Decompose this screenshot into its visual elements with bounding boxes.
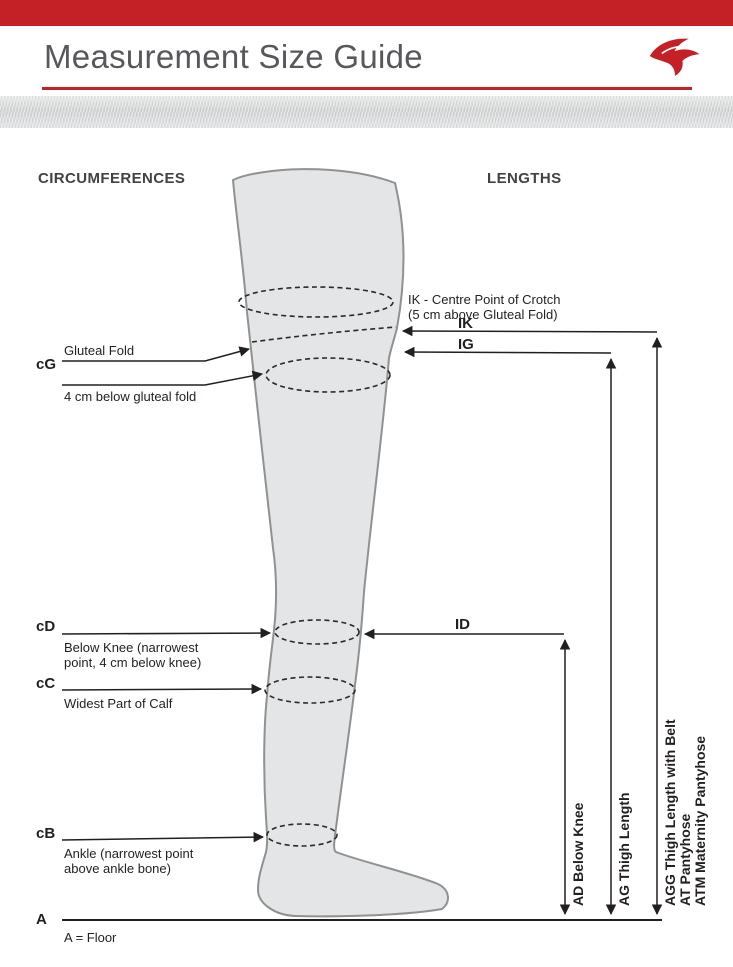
cg-label-gluteal-fold: Gluteal Fold [64,343,135,358]
cc-code: cC [36,675,56,692]
cd-code: cD [36,618,56,635]
top-red-bar [0,0,733,26]
cc-label: Widest Part of Calf [64,696,173,711]
ik-code: IK [458,315,473,332]
cg-arrow [62,370,264,386]
ik-note: IK - Centre Point of Crotch (5 cm above … [408,292,560,322]
id-code: ID [455,616,470,633]
cb-arrow [61,831,265,843]
cg-code: cG [36,356,57,373]
cc-ellipse [264,676,356,704]
lengths-heading: LENGTHS [487,170,562,187]
a-code: A [36,911,47,928]
cd-ellipse [274,619,360,645]
ag-length-label: AG Thigh Length [616,792,632,906]
ik-note-line2: (5 cm above Gluteal Fold) [408,307,558,322]
cc-arrow [61,683,263,695]
cg-ellipse [265,357,391,393]
gluteal-fold-dashes [251,326,397,343]
ik-arrow [401,325,658,337]
cb-ellipse [266,823,338,847]
agg-length-label: AGG Thigh Length with Belt AT Pantyhose … [662,719,708,906]
ig-code: IG [458,336,474,353]
title-underline [42,87,692,90]
agg-label-line2: AT Pantyhose [677,813,693,906]
leg-silhouette [232,168,449,918]
ig-arrow [403,346,612,358]
cd-label-line2: point, 4 cm below knee) [64,655,202,670]
cb-code: cB [36,825,56,842]
cg-label-below-fold: 4 cm below gluteal fold [64,389,197,404]
texture-band [0,96,733,128]
cd-arrow [61,627,272,639]
hip-circumference-dashes [238,286,394,318]
ad-length-label: AD Below Knee [570,802,586,906]
cd-label: Below Knee (narrowest point, 4 cm below … [64,640,201,670]
cb-label: Ankle (narrowest point above ankle bone) [64,846,193,876]
a-floor-label: A = Floor [64,930,117,945]
ik-note-line1: IK - Centre Point of Crotch [408,292,561,307]
agg-label-line1: AGG Thigh Length with Belt [662,719,678,906]
cb-label-line2: above ankle bone) [64,861,171,876]
page-title: Measurement Size Guide [44,38,423,75]
cd-label-line1: Below Knee (narrowest [64,640,199,655]
swallow-bird-logo-icon [646,33,704,81]
cb-label-line1: Ankle (narrowest point [64,846,194,861]
agg-label-line3: ATM Maternity Pantyhose [692,735,708,906]
circumferences-heading: CIRCUMFERENCES [38,170,186,187]
